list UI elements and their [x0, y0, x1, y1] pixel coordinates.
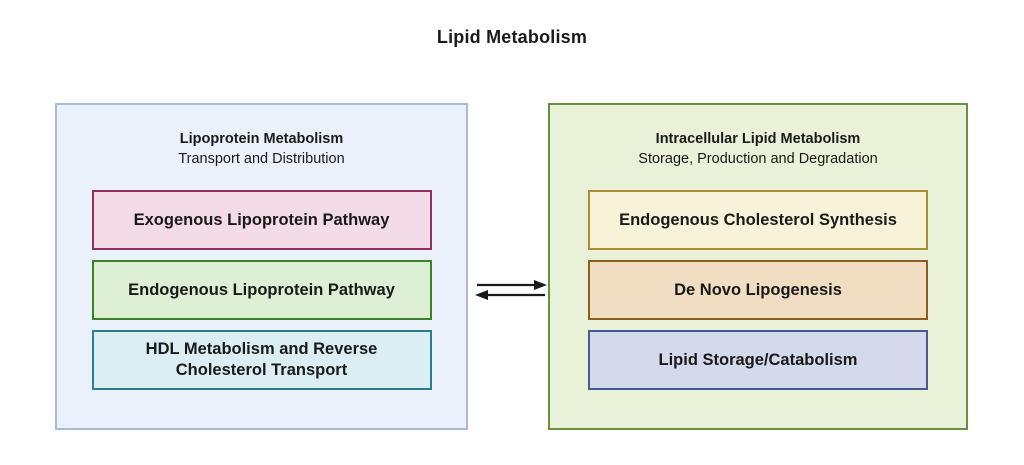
pathway-box-lipid-storage-catabolism: Lipid Storage/Catabolism: [588, 330, 928, 390]
pathway-box-label: Endogenous Lipoprotein Pathway: [128, 280, 395, 299]
pathway-box-exogenous-lipoprotein: Exogenous Lipoprotein Pathway: [91, 190, 432, 250]
panel-header: Intracellular Lipid Metabolism Storage, …: [550, 129, 966, 170]
pathway-box-label: HDL Metabolism and Reverse Cholesterol T…: [145, 340, 378, 379]
pathway-box-endogenous-lipoprotein: Endogenous Lipoprotein Pathway: [91, 260, 432, 320]
panel-subheading: Transport and Distribution: [178, 151, 345, 168]
equilibrium-arrows-icon: [475, 278, 547, 302]
pathway-box-list: Exogenous Lipoprotein Pathway Endogenous…: [57, 190, 466, 390]
diagram-title: Lipid Metabolism: [436, 27, 588, 47]
panel-header: Lipoprotein Metabolism Transport and Dis…: [57, 129, 466, 170]
pathway-box-list: Endogenous Cholesterol Synthesis De Novo…: [550, 190, 966, 390]
pathway-box-label: Endogenous Cholesterol Synthesis: [619, 210, 897, 229]
panel-heading: Intracellular Lipid Metabolism: [655, 131, 861, 147]
pathway-box-de-novo-lipogenesis: De Novo Lipogenesis: [588, 260, 928, 320]
intracellular-lipid-metabolism-panel: Intracellular Lipid Metabolism Storage, …: [548, 103, 968, 430]
panel-subheading: Storage, Production and Degradation: [638, 151, 878, 168]
pathway-box-endogenous-cholesterol-synthesis: Endogenous Cholesterol Synthesis: [588, 190, 928, 250]
lipoprotein-metabolism-panel: Lipoprotein Metabolism Transport and Dis…: [55, 103, 468, 430]
pathway-box-label: Exogenous Lipoprotein Pathway: [133, 210, 390, 229]
pathway-box-label: Lipid Storage/Catabolism: [658, 350, 858, 369]
panel-heading: Lipoprotein Metabolism: [179, 131, 344, 147]
pathway-box-label: De Novo Lipogenesis: [674, 280, 842, 299]
pathway-box-hdl-metabolism: HDL Metabolism and Reverse Cholesterol T…: [91, 330, 432, 390]
